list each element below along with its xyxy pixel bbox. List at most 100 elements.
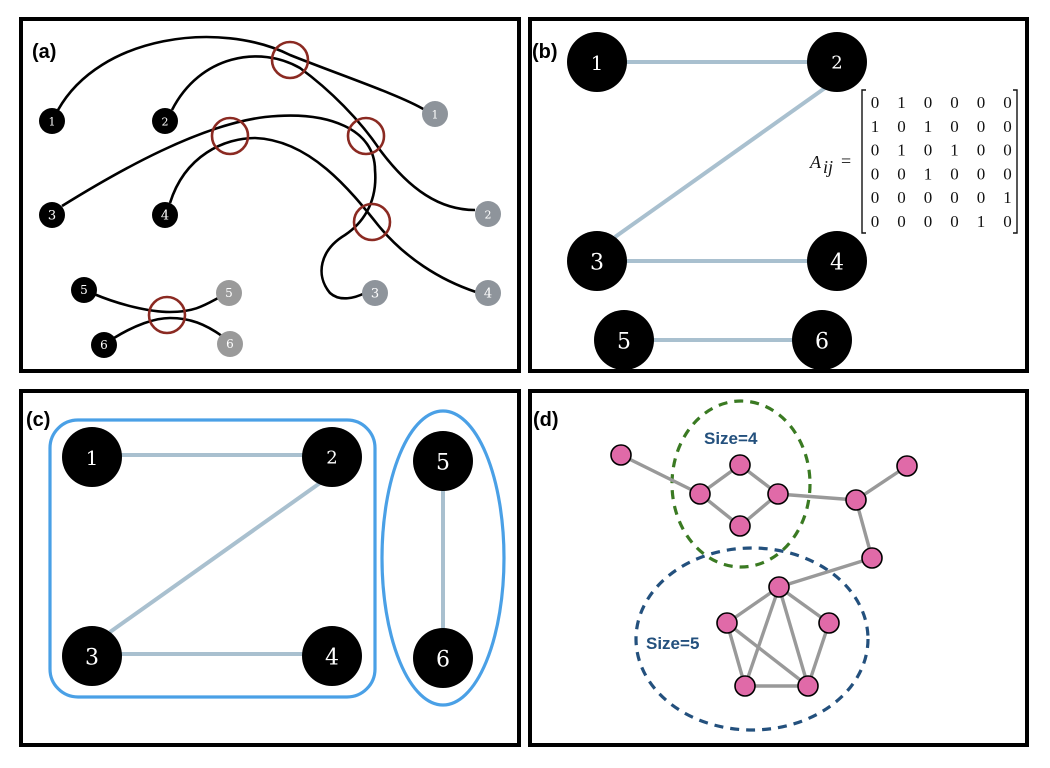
panel-a-frame [19,17,521,373]
cluster-size-5-outline [634,546,870,732]
panel-c-label: (c) [26,409,50,431]
graph-node [768,576,790,598]
graph-node [797,675,819,697]
graph-edge [725,622,747,687]
matrix-cell: 1 [897,141,906,160]
matrix-cell: 1 [871,117,880,136]
matrix-cell: 0 [871,93,880,112]
source-node-4: 4 [152,202,178,228]
graph-node [861,547,883,569]
node-6: 6 [413,628,473,688]
graph-nodes [610,444,918,697]
node-5: 5 [594,310,654,370]
bracket-left [861,89,866,234]
matrix-cell: 0 [871,141,880,160]
matrix-cell: 0 [897,212,906,231]
bracket-right [1013,89,1018,234]
graph-edge [777,492,857,502]
graph-edge [620,453,701,496]
target-node-4: 4 [475,280,501,306]
source-node-1: 1 [39,108,65,134]
svg-text:6: 6 [815,330,829,355]
svg-text:3: 3 [371,287,379,302]
matrix-cell: 0 [924,188,933,207]
svg-text:2: 2 [831,53,842,74]
matrix-cell: 0 [977,117,986,136]
graph-node [610,444,632,466]
matrix-cell: 0 [950,93,959,112]
svg-text:2: 2 [162,116,169,129]
target-node-1: 1 [422,101,448,127]
node-1: 1 [567,32,627,92]
source-node-5: 5 [71,277,97,303]
svg-text:1: 1 [49,116,56,129]
node-6: 6 [792,310,852,370]
svg-text:1: 1 [86,446,99,470]
svg-text:6: 6 [100,338,108,352]
panel-b-label: (b) [532,41,558,63]
matrix-cell: 0 [950,212,959,231]
svg-text:5: 5 [80,283,88,297]
graph-edge [806,622,831,687]
matrix-cell: 0 [977,141,986,160]
matrix-cell: 0 [871,164,880,183]
graph-edge [778,556,873,589]
graph-node [716,612,738,634]
svg-text:1: 1 [591,51,604,75]
node-2: 2 [302,427,362,487]
panel-a-label: (a) [32,41,56,63]
matrix-cell: 1 [1003,188,1012,207]
matrix-cell: 1 [897,93,906,112]
svg-text:5: 5 [617,330,631,355]
graph-node [767,483,789,505]
target-node-6: 6 [217,331,243,357]
matrix-symbol: A [809,152,822,172]
matrix-cell: 0 [924,141,933,160]
svg-text:5: 5 [436,451,450,476]
matrix-cell: 0 [897,188,906,207]
node-4: 4 [302,626,362,686]
edge-2-3 [613,86,827,239]
node-5: 5 [413,431,473,491]
svg-text:3: 3 [48,209,56,224]
graph-node [729,515,751,537]
node-2: 2 [807,32,867,92]
matrix-cell: 0 [977,93,986,112]
crossing-marker [210,116,250,156]
matrix-cell: 0 [1003,212,1012,231]
link-5 [93,292,221,314]
link-1 [56,35,426,112]
matrix-cell: 1 [924,164,933,183]
svg-text:5: 5 [225,286,233,300]
matrix-cell: 0 [950,188,959,207]
matrix-equals: = [841,151,851,171]
link-3 [61,114,377,300]
panel-d-frame [528,389,1029,747]
component-1-outline [48,418,377,699]
link-4 [168,136,477,294]
matrix-cell: 0 [924,212,933,231]
panel-d: (d) Size=4 Size=5 [528,389,1029,747]
svg-text:6: 6 [436,648,450,673]
panel-a: (a) 1 2 3 4 5 6 1 2 3 4 5 6 [19,17,521,373]
graph-edges [620,453,908,688]
graph-node [818,612,840,634]
panel-c: (c) 1 2 3 4 5 6 [19,389,521,747]
svg-text:2: 2 [326,448,337,469]
target-node-2: 2 [475,201,501,227]
crossing-marker [346,116,386,156]
component-2-outline [380,409,506,707]
graph-edge [777,586,810,687]
edge-2-3 [108,481,322,634]
link-2 [170,55,476,212]
matrix-subscript: ij [823,157,833,177]
link-6 [113,316,223,340]
panel-c-frame [19,389,521,747]
svg-text:2: 2 [485,209,492,222]
source-node-6: 6 [91,332,117,358]
matrix-cell: 0 [897,164,906,183]
